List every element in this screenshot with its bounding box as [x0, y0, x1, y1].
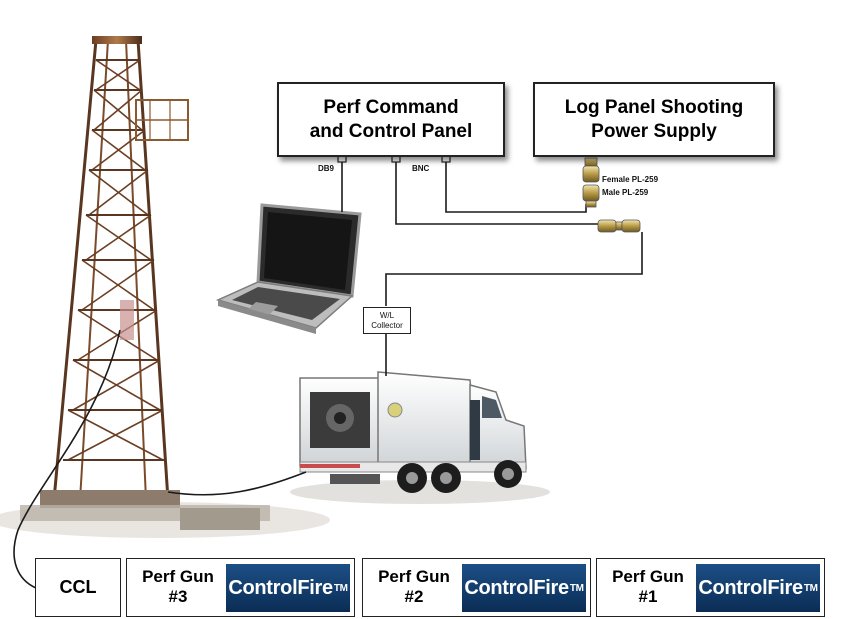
perf-gun-3-line1: Perf Gun: [142, 567, 214, 586]
perf-command-panel: Perf Command and Control Panel: [277, 82, 505, 157]
power-supply-title-line1: Log Panel Shooting: [564, 96, 744, 118]
perf-command-title-line2: and Control Panel: [309, 120, 473, 142]
perf-gun-1-label: Perf Gun #1: [603, 567, 693, 607]
wiring: [13, 160, 643, 589]
perf-command-title-line1: Perf Command: [323, 96, 459, 118]
perf-gun-3-line2: #3: [168, 587, 188, 606]
power-supply-panel: Log Panel Shooting Power Supply: [533, 82, 775, 157]
male-pl259-label: Male PL-259: [602, 188, 649, 197]
perf-gun-2-line1: Perf Gun: [378, 567, 450, 586]
perf-gun-1-line1: Perf Gun: [612, 567, 684, 586]
ccl-label: CCL: [59, 577, 97, 597]
coax-junction-connector: [597, 219, 641, 233]
wireline-truck: [299, 371, 527, 493]
controlfire-tm-3: TM: [333, 582, 348, 594]
perf-gun-2-line2: #2: [404, 587, 424, 606]
pl259-connector-female: [582, 157, 600, 183]
controlfire-tm-1: TM: [803, 582, 818, 594]
truck-ground: [290, 480, 550, 504]
ccl-box: CCL: [35, 558, 121, 617]
controlfire-text-2: ControlFire: [464, 576, 569, 599]
perf-gun-1-line2: #1: [638, 587, 658, 606]
bnc-label: BNC: [412, 164, 430, 173]
power-supply-title-line2: Power Supply: [591, 120, 717, 142]
perf-gun-3-label: Perf Gun #3: [133, 567, 223, 607]
controlfire-text-3: ControlFire: [228, 576, 333, 599]
controlfire-text-1: ControlFire: [698, 576, 803, 599]
perf-gun-2-label: Perf Gun #2: [369, 567, 459, 607]
pl259-connector-male: [582, 184, 600, 208]
drilling-rig: [20, 36, 270, 530]
collector-line1: W/L: [379, 310, 395, 320]
wl-collector-box: W/L Collector: [363, 307, 411, 334]
controlfire-tm-2: TM: [569, 582, 584, 594]
db9-label: DB9: [318, 164, 335, 173]
female-pl259-label: Female PL-259: [602, 175, 659, 184]
collector-line2: Collector: [371, 320, 403, 330]
laptop: [215, 203, 362, 334]
